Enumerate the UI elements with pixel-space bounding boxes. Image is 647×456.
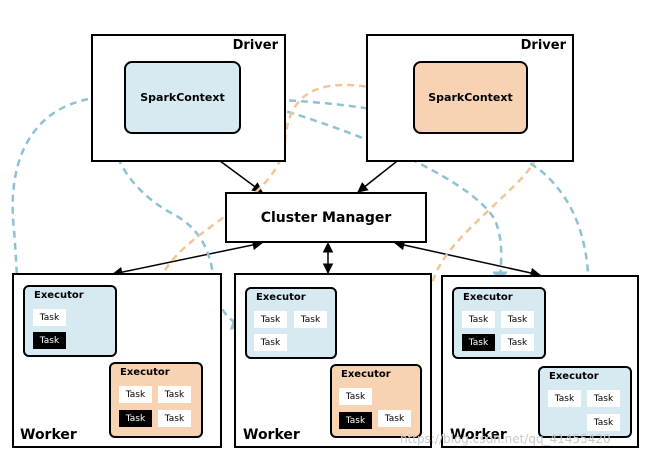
executor-3a: Executor Task Task Task Task: [452, 287, 546, 359]
task: Task: [501, 334, 534, 351]
executor-1b: Executor Task Task Task Task: [109, 362, 203, 438]
cm-worker1-arrow: [111, 239, 264, 278]
cluster-manager: Cluster Manager: [225, 192, 427, 243]
task-active: Task: [33, 332, 66, 349]
executor-title: Executor: [34, 290, 84, 301]
watermark-text: https://blog.csdn.net/qq_41455420: [400, 432, 611, 446]
task-active: Task: [339, 412, 372, 429]
task: Task: [33, 309, 66, 326]
executor-1a: Executor Task Task: [23, 285, 117, 357]
executor-title: Executor: [341, 369, 391, 380]
task: Task: [158, 410, 191, 427]
driver-label-1: Driver: [232, 38, 278, 53]
worker-label-2: Worker: [243, 427, 300, 443]
executor-title: Executor: [463, 292, 513, 303]
task: Task: [587, 390, 620, 407]
executor-2b: Executor Task Task Task: [330, 364, 422, 438]
task: Task: [254, 311, 287, 328]
executor-2a: Executor Task Task Task: [245, 287, 337, 359]
task: Task: [462, 311, 495, 328]
task-active: Task: [462, 334, 495, 351]
spark-context-2: SparkContext: [413, 61, 528, 134]
task: Task: [294, 311, 327, 328]
executor-title: Executor: [256, 292, 306, 303]
worker-label-1: Worker: [20, 427, 77, 443]
task-active: Task: [119, 410, 152, 427]
task: Task: [339, 388, 372, 405]
task: Task: [501, 311, 534, 328]
worker-label-3: Worker: [450, 427, 507, 443]
executor-3b: Executor Task Task Task: [538, 366, 632, 438]
executor-title: Executor: [549, 371, 599, 382]
task: Task: [254, 334, 287, 351]
task: Task: [119, 386, 152, 403]
spark-context-1: SparkContext: [124, 61, 241, 134]
task: Task: [548, 390, 581, 407]
driver-label-2: Driver: [520, 38, 566, 53]
task: Task: [378, 410, 411, 427]
executor-title: Executor: [120, 367, 170, 378]
task: Task: [587, 414, 620, 431]
task: Task: [158, 386, 191, 403]
cm-worker3-arrow: [393, 239, 542, 279]
